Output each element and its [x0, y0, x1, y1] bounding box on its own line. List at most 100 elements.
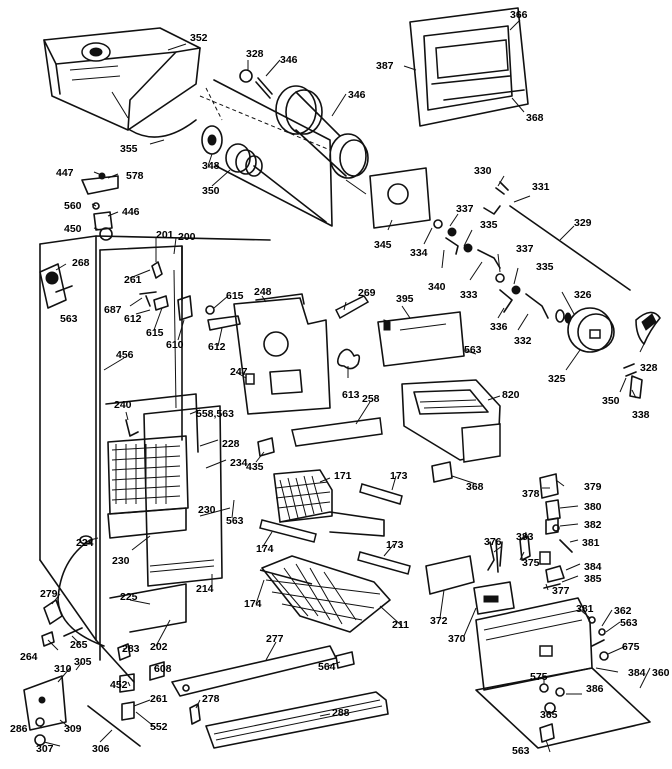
label-456: 456 [116, 349, 134, 361]
fan-613 [336, 348, 361, 370]
label-560: 560 [64, 200, 82, 212]
label-575: 575 [530, 671, 548, 683]
label-240: 240 [114, 399, 132, 411]
label-225: 225 [120, 591, 138, 603]
rail-277 [171, 645, 337, 697]
label-258: 258 [362, 393, 380, 405]
label-307: 307 [36, 743, 54, 755]
label-613: 613 [342, 389, 360, 401]
label-332: 332 [514, 335, 532, 347]
label-338: 338 [632, 409, 650, 421]
label-329: 329 [574, 217, 592, 229]
evaporator-228 [105, 393, 223, 587]
label-228: 228 [222, 438, 240, 450]
label-387: 387 [376, 60, 394, 72]
label-383: 383 [516, 531, 534, 543]
label-328: 328 [640, 362, 658, 374]
label-377: 377 [552, 585, 570, 597]
label-214: 214 [196, 583, 214, 595]
label-384: 384 [628, 667, 646, 679]
label-386: 386 [586, 683, 604, 695]
label-346: 346 [280, 54, 298, 66]
cover-258 [291, 417, 383, 447]
label-247: 247 [230, 366, 248, 378]
valve-parts-378 [539, 473, 573, 565]
label-563: 563 [512, 745, 530, 757]
rail-173 [359, 483, 403, 505]
label-269: 269 [358, 287, 376, 299]
label-365: 365 [540, 709, 558, 721]
label-202: 202 [150, 641, 168, 653]
label-381: 381 [582, 537, 600, 549]
cover-372 [425, 555, 475, 595]
label-379: 379 [584, 481, 602, 493]
label-384: 384 [584, 561, 602, 573]
label-368: 368 [526, 112, 544, 124]
label-200: 200 [178, 231, 196, 243]
label-326: 326 [574, 289, 592, 301]
label-345: 345 [374, 239, 392, 251]
label-578: 578 [126, 170, 144, 182]
label-372: 372 [430, 615, 448, 627]
auger-346 [213, 69, 369, 227]
ice-maker-820 [401, 379, 501, 463]
label-675: 675 [622, 641, 640, 653]
rail-174 [259, 519, 317, 543]
label-382: 382 [584, 519, 602, 531]
label-615: 615 [146, 327, 164, 339]
label-173: 173 [390, 470, 408, 482]
label-335: 335 [536, 261, 554, 273]
label-230: 230 [112, 555, 130, 567]
label-687: 687 [104, 304, 122, 316]
label-348: 348 [202, 160, 220, 172]
label-346: 346 [348, 89, 366, 101]
mounting-plate-345 [369, 167, 431, 229]
label-370: 370 [448, 633, 466, 645]
dispenser-door-387 [409, 7, 529, 127]
label-552: 552 [150, 721, 168, 733]
label-211: 211 [392, 619, 409, 631]
label-288: 288 [332, 707, 350, 719]
label-362: 362 [614, 605, 632, 617]
label-174: 174 [244, 598, 262, 610]
rail-173b [357, 551, 411, 575]
label-309: 309 [64, 723, 82, 735]
label-174: 174 [256, 543, 274, 555]
label-378: 378 [522, 488, 540, 500]
label-171: 171 [334, 470, 352, 482]
label-563: 563 [226, 515, 244, 527]
label-325: 325 [548, 373, 566, 385]
drain-tube-224 [57, 539, 105, 647]
label-385: 385 [584, 573, 602, 585]
label-608: 608 [154, 663, 172, 675]
label-375: 375 [522, 557, 540, 569]
label-366: 366 [510, 9, 528, 21]
air-duct-247 [233, 293, 331, 415]
bail-wire-355 [129, 119, 197, 138]
relay-370 [473, 581, 515, 615]
motor-325 [555, 307, 615, 353]
label-201: 201 [156, 229, 174, 241]
label-333: 333 [460, 289, 478, 301]
label-612: 612 [208, 341, 226, 353]
part-number-labels: 352 328 346 346 366 387 368 355 348 350 … [10, 9, 670, 757]
label-610: 610 [166, 339, 184, 351]
basket-211 [261, 555, 391, 633]
basket-171 [273, 469, 385, 537]
grille-288 [205, 691, 389, 749]
label-306: 306 [92, 743, 110, 755]
label-234: 234 [230, 457, 248, 469]
label-305: 305 [74, 656, 92, 668]
label-380: 380 [584, 501, 602, 513]
label-558-563: 558,563 [196, 408, 234, 420]
clip-240 [125, 419, 139, 437]
label-563: 563 [60, 313, 78, 325]
label-173: 173 [386, 539, 404, 551]
label-279: 279 [40, 588, 58, 600]
label-381: 381 [576, 603, 594, 615]
label-376: 376 [484, 536, 502, 548]
tube-269 [334, 295, 370, 320]
label-337: 337 [456, 203, 474, 215]
label-248: 248 [254, 286, 272, 298]
